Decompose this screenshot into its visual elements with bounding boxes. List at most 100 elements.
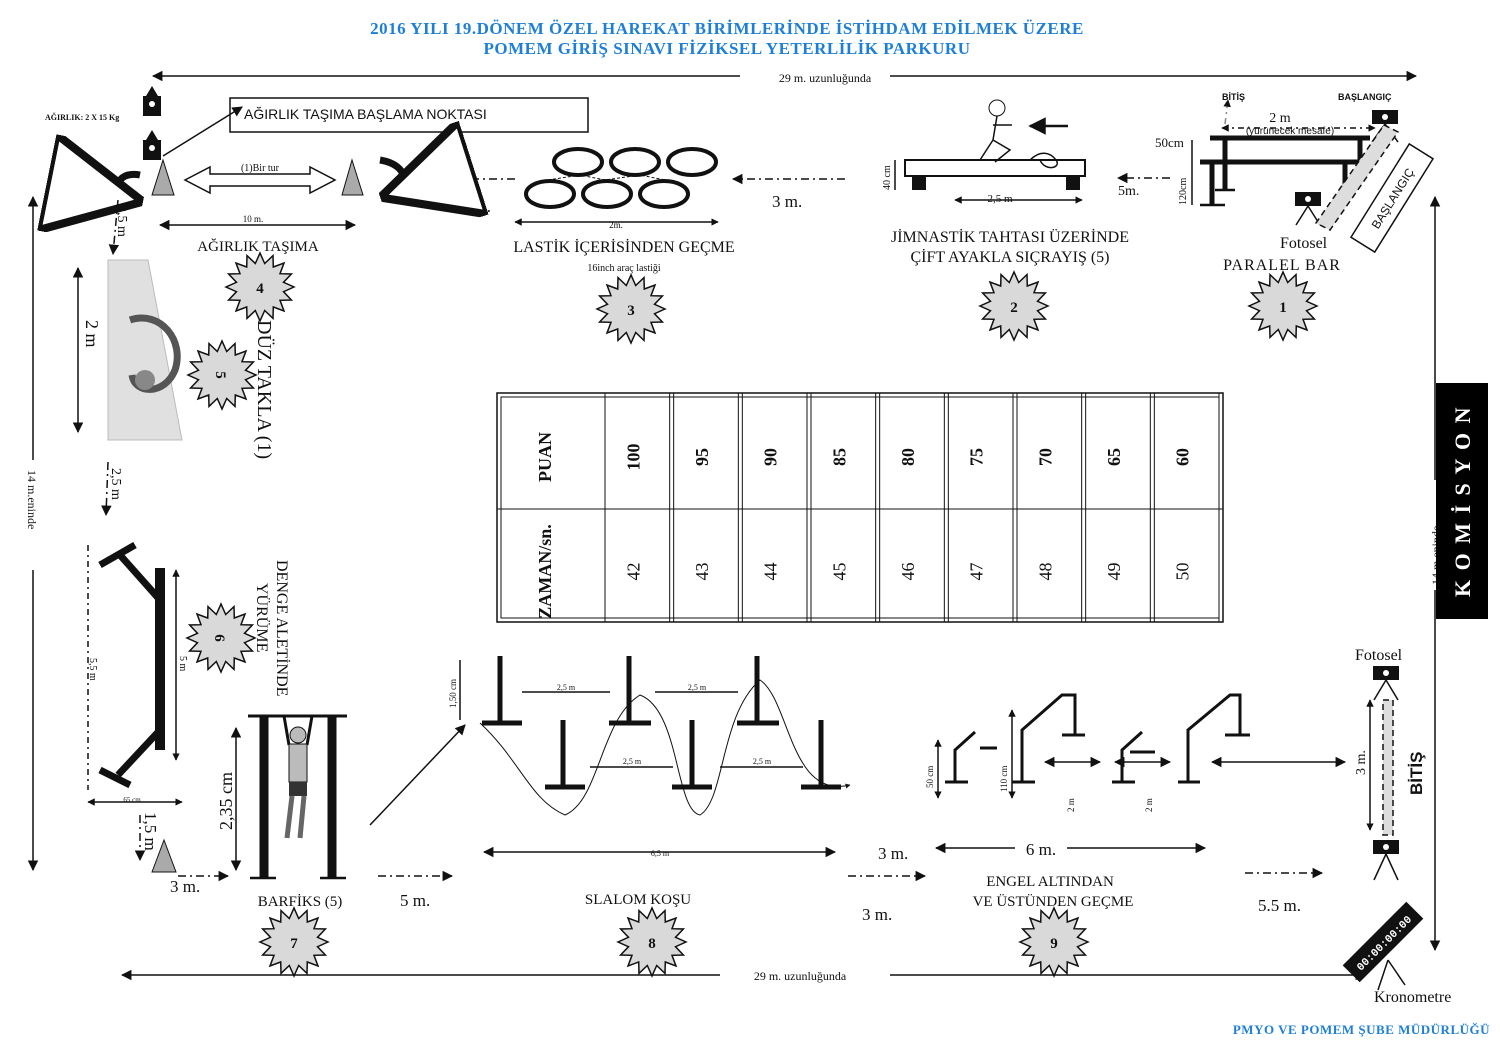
svg-text:Kronometre: Kronometre bbox=[1374, 989, 1451, 1006]
score-cell-points: 65 bbox=[1104, 448, 1124, 466]
gap-label-s8-s9-a: 3 m. bbox=[878, 844, 908, 863]
score-cell-points: 75 bbox=[967, 448, 987, 466]
fotosel-camera-icon bbox=[1373, 666, 1399, 701]
svg-text:2,35 cm: 2,35 cm bbox=[216, 772, 236, 830]
score-cell-time: 43 bbox=[692, 563, 712, 581]
score-cell-points: 70 bbox=[1035, 448, 1055, 466]
gap-label-s3-s4: 3.5 m. bbox=[448, 197, 491, 216]
bottom-length-label: 29 m. uzunluğunda bbox=[754, 969, 847, 983]
station-1-parallel-bar: 2 m (yürünecek mesafe) BİTİŞ BAŞLANGIÇ 5… bbox=[1155, 92, 1435, 274]
direction-arrow bbox=[369, 724, 466, 826]
svg-text:YÜRÜME: YÜRÜME bbox=[253, 583, 271, 652]
top-length-label: 29 m. uzunluğunda bbox=[779, 71, 872, 85]
svg-text:ENGEL ALTINDAN: ENGEL ALTINDAN bbox=[986, 874, 1114, 890]
station-number: 5 bbox=[212, 371, 228, 379]
station-5-forward-roll: 2 m DÜZ TAKLA (1) bbox=[72, 259, 276, 459]
score-cell-time: 46 bbox=[898, 563, 918, 581]
score-cell-points: 80 bbox=[898, 448, 918, 466]
score-cell-points: 95 bbox=[692, 448, 712, 466]
station-number: 4 bbox=[256, 281, 264, 297]
station-3-tires: 2m. LASTİK İÇERİSİNDEN GEÇME 16inch araç… bbox=[513, 147, 735, 274]
svg-text:ÇİFT AYAKLA SIÇRAYIŞ (5): ÇİFT AYAKLA SIÇRAYIŞ (5) bbox=[910, 248, 1109, 266]
station-number-badge: 4 bbox=[224, 251, 296, 323]
score-cell-time: 45 bbox=[829, 563, 849, 581]
gap-label-s1-s2: 5m. bbox=[1118, 184, 1139, 199]
svg-text:120cm: 120cm bbox=[1178, 178, 1189, 205]
station-number: 1 bbox=[1279, 300, 1287, 316]
gap-label-s6-s7-horizontal: 3 m. bbox=[170, 877, 200, 896]
fotosel-camera-icon bbox=[1295, 192, 1321, 226]
svg-text:50cm: 50cm bbox=[1155, 135, 1184, 150]
station-number: 6 bbox=[211, 634, 227, 642]
svg-text:2,5 m: 2,5 m bbox=[557, 683, 576, 692]
station-number: 9 bbox=[1050, 936, 1058, 952]
svg-text:VE ÜSTÜNDEN GEÇME: VE ÜSTÜNDEN GEÇME bbox=[973, 893, 1134, 910]
station-number-badge: 1 bbox=[1247, 270, 1319, 342]
weight-icon bbox=[143, 130, 161, 160]
svg-text:1,50 cm: 1,50 cm bbox=[448, 679, 458, 708]
svg-text:BARFİKS (5): BARFİKS (5) bbox=[258, 894, 343, 910]
svg-text:SLALOM KOŞU: SLALOM KOŞU bbox=[585, 892, 691, 908]
svg-text:PARALEL BAR: PARALEL BAR bbox=[1223, 257, 1341, 274]
svg-text:5 m: 5 m bbox=[177, 656, 188, 672]
score-cell-points: 100 bbox=[623, 444, 643, 471]
svg-text:3 m.: 3 m. bbox=[1354, 750, 1369, 775]
svg-text:Fotosel: Fotosel bbox=[1280, 235, 1328, 252]
score-row-header-points: PUAN bbox=[535, 432, 555, 482]
score-cell-time: 42 bbox=[623, 563, 643, 581]
svg-text:BİTİŞ: BİTİŞ bbox=[1407, 752, 1426, 795]
fotosel-camera-icon bbox=[1373, 840, 1399, 881]
svg-text:2 m: 2 m bbox=[1066, 798, 1076, 812]
svg-text:2m.: 2m. bbox=[609, 220, 623, 230]
svg-text:DENGE ALETİNDE: DENGE ALETİNDE bbox=[273, 560, 291, 696]
svg-text:LASTİK İÇERİSİNDEN GEÇME: LASTİK İÇERİSİNDEN GEÇME bbox=[513, 238, 734, 256]
cone-icon bbox=[341, 158, 364, 196]
turn-arrow-icon bbox=[380, 160, 404, 195]
svg-text:2,5 m: 2,5 m bbox=[987, 193, 1013, 205]
cone-icon bbox=[151, 838, 177, 873]
page-title-line1: 2016 YILI 19.DÖNEM ÖZEL HAREKAT BİRİMLER… bbox=[370, 19, 1084, 38]
gap-label-s6-s7-vertical: 1,5 m bbox=[141, 812, 160, 851]
score-cell-points: 85 bbox=[829, 448, 849, 466]
svg-text:BİTİŞ: BİTİŞ bbox=[1222, 92, 1245, 102]
svg-text:10 m.: 10 m. bbox=[243, 214, 264, 224]
station-number: 3 bbox=[627, 303, 635, 319]
station-number-badge: 9 bbox=[1018, 906, 1090, 978]
svg-text:DÜZ TAKLA (1): DÜZ TAKLA (1) bbox=[253, 320, 276, 459]
score-cell-time: 44 bbox=[761, 563, 781, 581]
station-6-balance-beam: 5,5 m 5 m 65 cm DENGE ALETİNDE YÜRÜME bbox=[87, 541, 291, 806]
svg-text:2,5 m: 2,5 m bbox=[688, 683, 707, 692]
footer-text: PMYO VE POMEM ŞUBE MÜDÜRLÜĞÜ bbox=[1233, 1022, 1490, 1037]
svg-text:2,5 m: 2,5 m bbox=[623, 757, 642, 766]
svg-text:16inch araç lastiği: 16inch araç lastiği bbox=[587, 263, 661, 274]
svg-text:(1)Bir tur: (1)Bir tur bbox=[241, 163, 280, 174]
svg-text:2 m: 2 m bbox=[82, 320, 102, 348]
svg-text:5,5 m: 5,5 m bbox=[87, 658, 98, 681]
gap-label-s4-s5: 2,5 m bbox=[114, 205, 129, 237]
svg-text:110 cm: 110 cm bbox=[999, 766, 1009, 792]
gap-label-s2-s3: 3 m. bbox=[772, 192, 802, 211]
score-table: PUANZAMAN/sn.100429543904485458046754770… bbox=[496, 392, 1224, 623]
svg-text:2 m: 2 m bbox=[1144, 798, 1154, 812]
svg-text:JİMNASTİK TAHTASI ÜZERİNDE: JİMNASTİK TAHTASI ÜZERİNDE bbox=[891, 228, 1129, 246]
station-8-slalom: 1,50 cm 2,5 m 2,5 m 2,5 m 2,5 m 6,5 m SL… bbox=[448, 656, 851, 908]
cone-icon bbox=[151, 158, 175, 196]
chronometer-icon: 00:00:00:00 bbox=[1342, 901, 1424, 983]
station-number-badge: 8 bbox=[616, 906, 688, 978]
svg-text:2 m: 2 m bbox=[1269, 111, 1291, 126]
station-number: 8 bbox=[648, 936, 656, 952]
svg-text:(yürünecek mesafe): (yürünecek mesafe) bbox=[1246, 126, 1334, 137]
svg-text:65 cm: 65 cm bbox=[123, 796, 141, 804]
station-number-badge: 5 bbox=[186, 339, 258, 411]
station-7-pull-up-bar: 2,35 cm BARFİKS (5) bbox=[216, 714, 347, 910]
score-cell-time: 50 bbox=[1173, 563, 1193, 581]
svg-text:BAŞLANGIÇ: BAŞLANGIÇ bbox=[1338, 92, 1392, 102]
svg-text:AĞIRLIK: 2 X 15 Kg: AĞIRLIK: 2 X 15 Kg bbox=[45, 112, 119, 122]
svg-text:Fotosel: Fotosel bbox=[1355, 647, 1403, 664]
score-cell-time: 48 bbox=[1035, 563, 1055, 581]
score-cell-points: 60 bbox=[1173, 448, 1193, 466]
komisyon-box bbox=[1436, 383, 1488, 619]
svg-text:AĞIRLIK TAŞIMA BAŞLAMA NOKTASI: AĞIRLIK TAŞIMA BAŞLAMA NOKTASI bbox=[244, 106, 487, 122]
score-cell-time: 47 bbox=[967, 563, 987, 581]
